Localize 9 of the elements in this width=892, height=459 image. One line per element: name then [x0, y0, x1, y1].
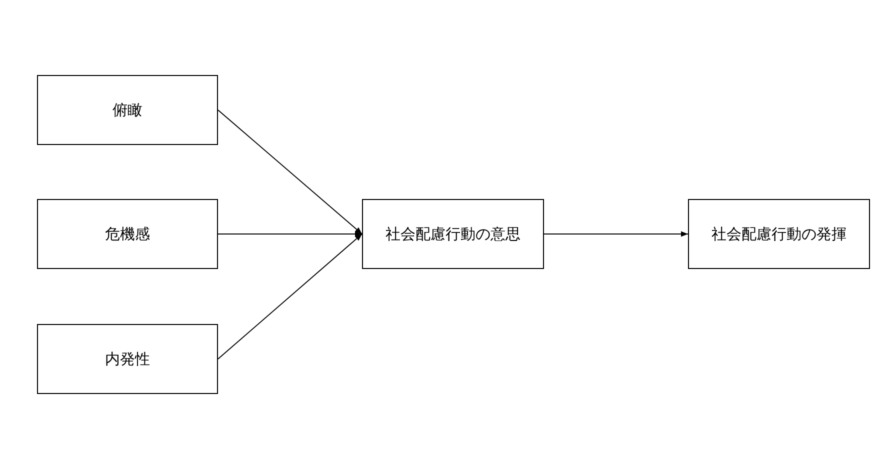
arrow [544, 231, 688, 237]
arrow [218, 234, 362, 360]
process-box: 内発性 [37, 324, 218, 394]
arrow [218, 110, 362, 234]
arrow [218, 231, 362, 237]
process-box: 社会配慮行動の意思 [362, 199, 544, 269]
process-box: 危機感 [37, 199, 218, 269]
process-box: 俯瞰 [37, 75, 218, 145]
process-box: 社会配慮行動の発揮 [688, 199, 870, 269]
